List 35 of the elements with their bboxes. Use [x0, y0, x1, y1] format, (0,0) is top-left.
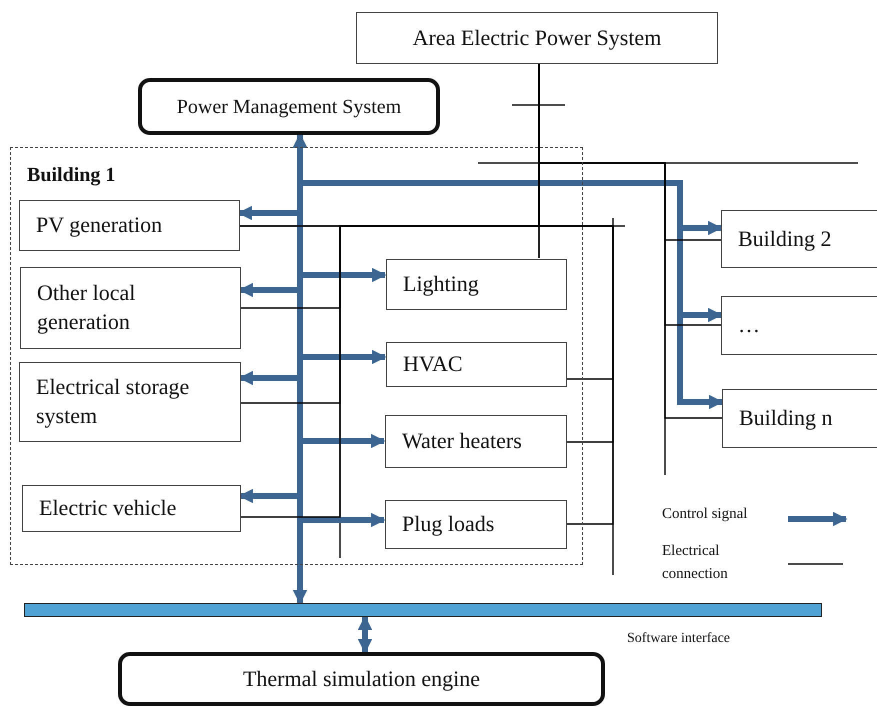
node-label: Building n — [738, 404, 833, 432]
system-box — [138, 78, 440, 135]
process-box — [386, 259, 567, 310]
node-label: Other local generation — [36, 279, 136, 336]
system-box — [118, 652, 605, 706]
process-box — [20, 267, 241, 349]
bar-label: Software interface — [627, 631, 730, 647]
node-label: Electric vehicle — [38, 494, 176, 522]
node-label: … — [737, 311, 760, 340]
node-label: Lighting — [402, 270, 479, 298]
control-arrow — [358, 616, 372, 654]
process-box — [19, 362, 241, 442]
interface-bar — [24, 603, 822, 617]
process-box — [722, 389, 877, 448]
node-label: Power Management System — [176, 94, 402, 120]
process-box — [19, 200, 240, 251]
legend-label: Control signal — [662, 505, 748, 524]
node-label: Area Electric Power System — [412, 24, 662, 52]
process-box — [721, 296, 877, 355]
node-label: Building 2 — [737, 224, 832, 253]
process-box — [385, 415, 567, 468]
node-label: Electrical storage system — [35, 373, 190, 430]
node-label: Water heaters — [401, 427, 522, 456]
node-label: HVAC — [402, 350, 463, 378]
building-group — [10, 147, 583, 565]
process-box — [22, 485, 241, 532]
legend-label: Electrical connection — [662, 542, 729, 584]
group-title: Building 1 — [26, 163, 116, 188]
node-label: Plug loads — [401, 510, 494, 538]
process-box — [721, 210, 877, 268]
process-box — [356, 12, 718, 64]
node-label: Thermal simulation engine — [242, 664, 480, 693]
process-box — [385, 500, 567, 549]
process-box — [386, 342, 567, 387]
node-label: PV generation — [35, 211, 162, 240]
